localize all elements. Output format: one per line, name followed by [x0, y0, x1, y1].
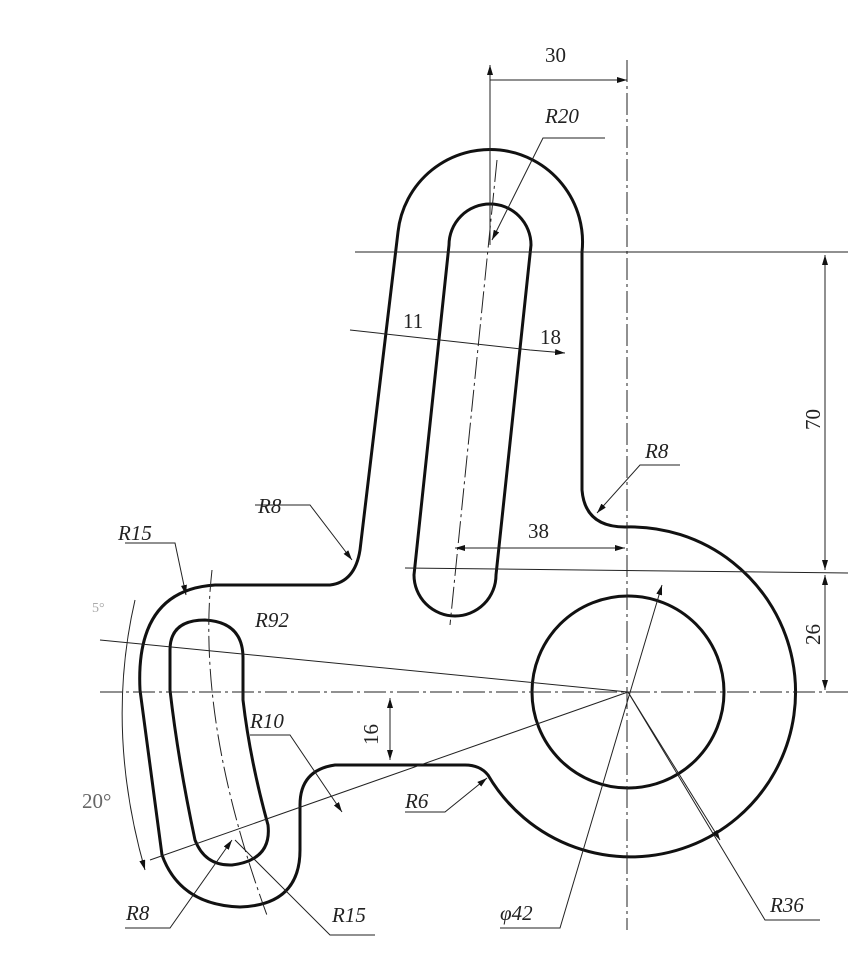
angle-5-label: 5°	[92, 601, 105, 616]
dim-16-label: 16	[359, 724, 383, 745]
outer-contour	[138, 147, 798, 909]
r8-left-label: R8	[257, 494, 282, 518]
r6-label: R6	[404, 789, 429, 813]
phi42-label: φ42	[500, 901, 533, 925]
r15-bottom-label: R15	[331, 903, 366, 927]
top-slot	[412, 202, 533, 618]
arc-r92	[208, 569, 269, 919]
r15-top-label: R15	[117, 521, 152, 545]
r20-label: R20	[544, 104, 579, 128]
dim-26-label: 26	[801, 624, 825, 645]
r8-bottom-label: R8	[125, 901, 150, 925]
angle-20-label: 20°	[82, 789, 111, 813]
dim-18-label: 18	[540, 325, 561, 349]
left-slot	[168, 618, 270, 867]
r10-label: R10	[249, 709, 284, 733]
r92-label: R92	[254, 608, 289, 632]
dim-38-label: 38	[528, 519, 549, 543]
dim-70-label: 70	[801, 409, 825, 430]
dim-30-label: 30	[545, 43, 566, 67]
r36-label: R36	[769, 893, 804, 917]
r8-right-label: R8	[644, 439, 669, 463]
dim-11-label: 11	[403, 309, 423, 333]
